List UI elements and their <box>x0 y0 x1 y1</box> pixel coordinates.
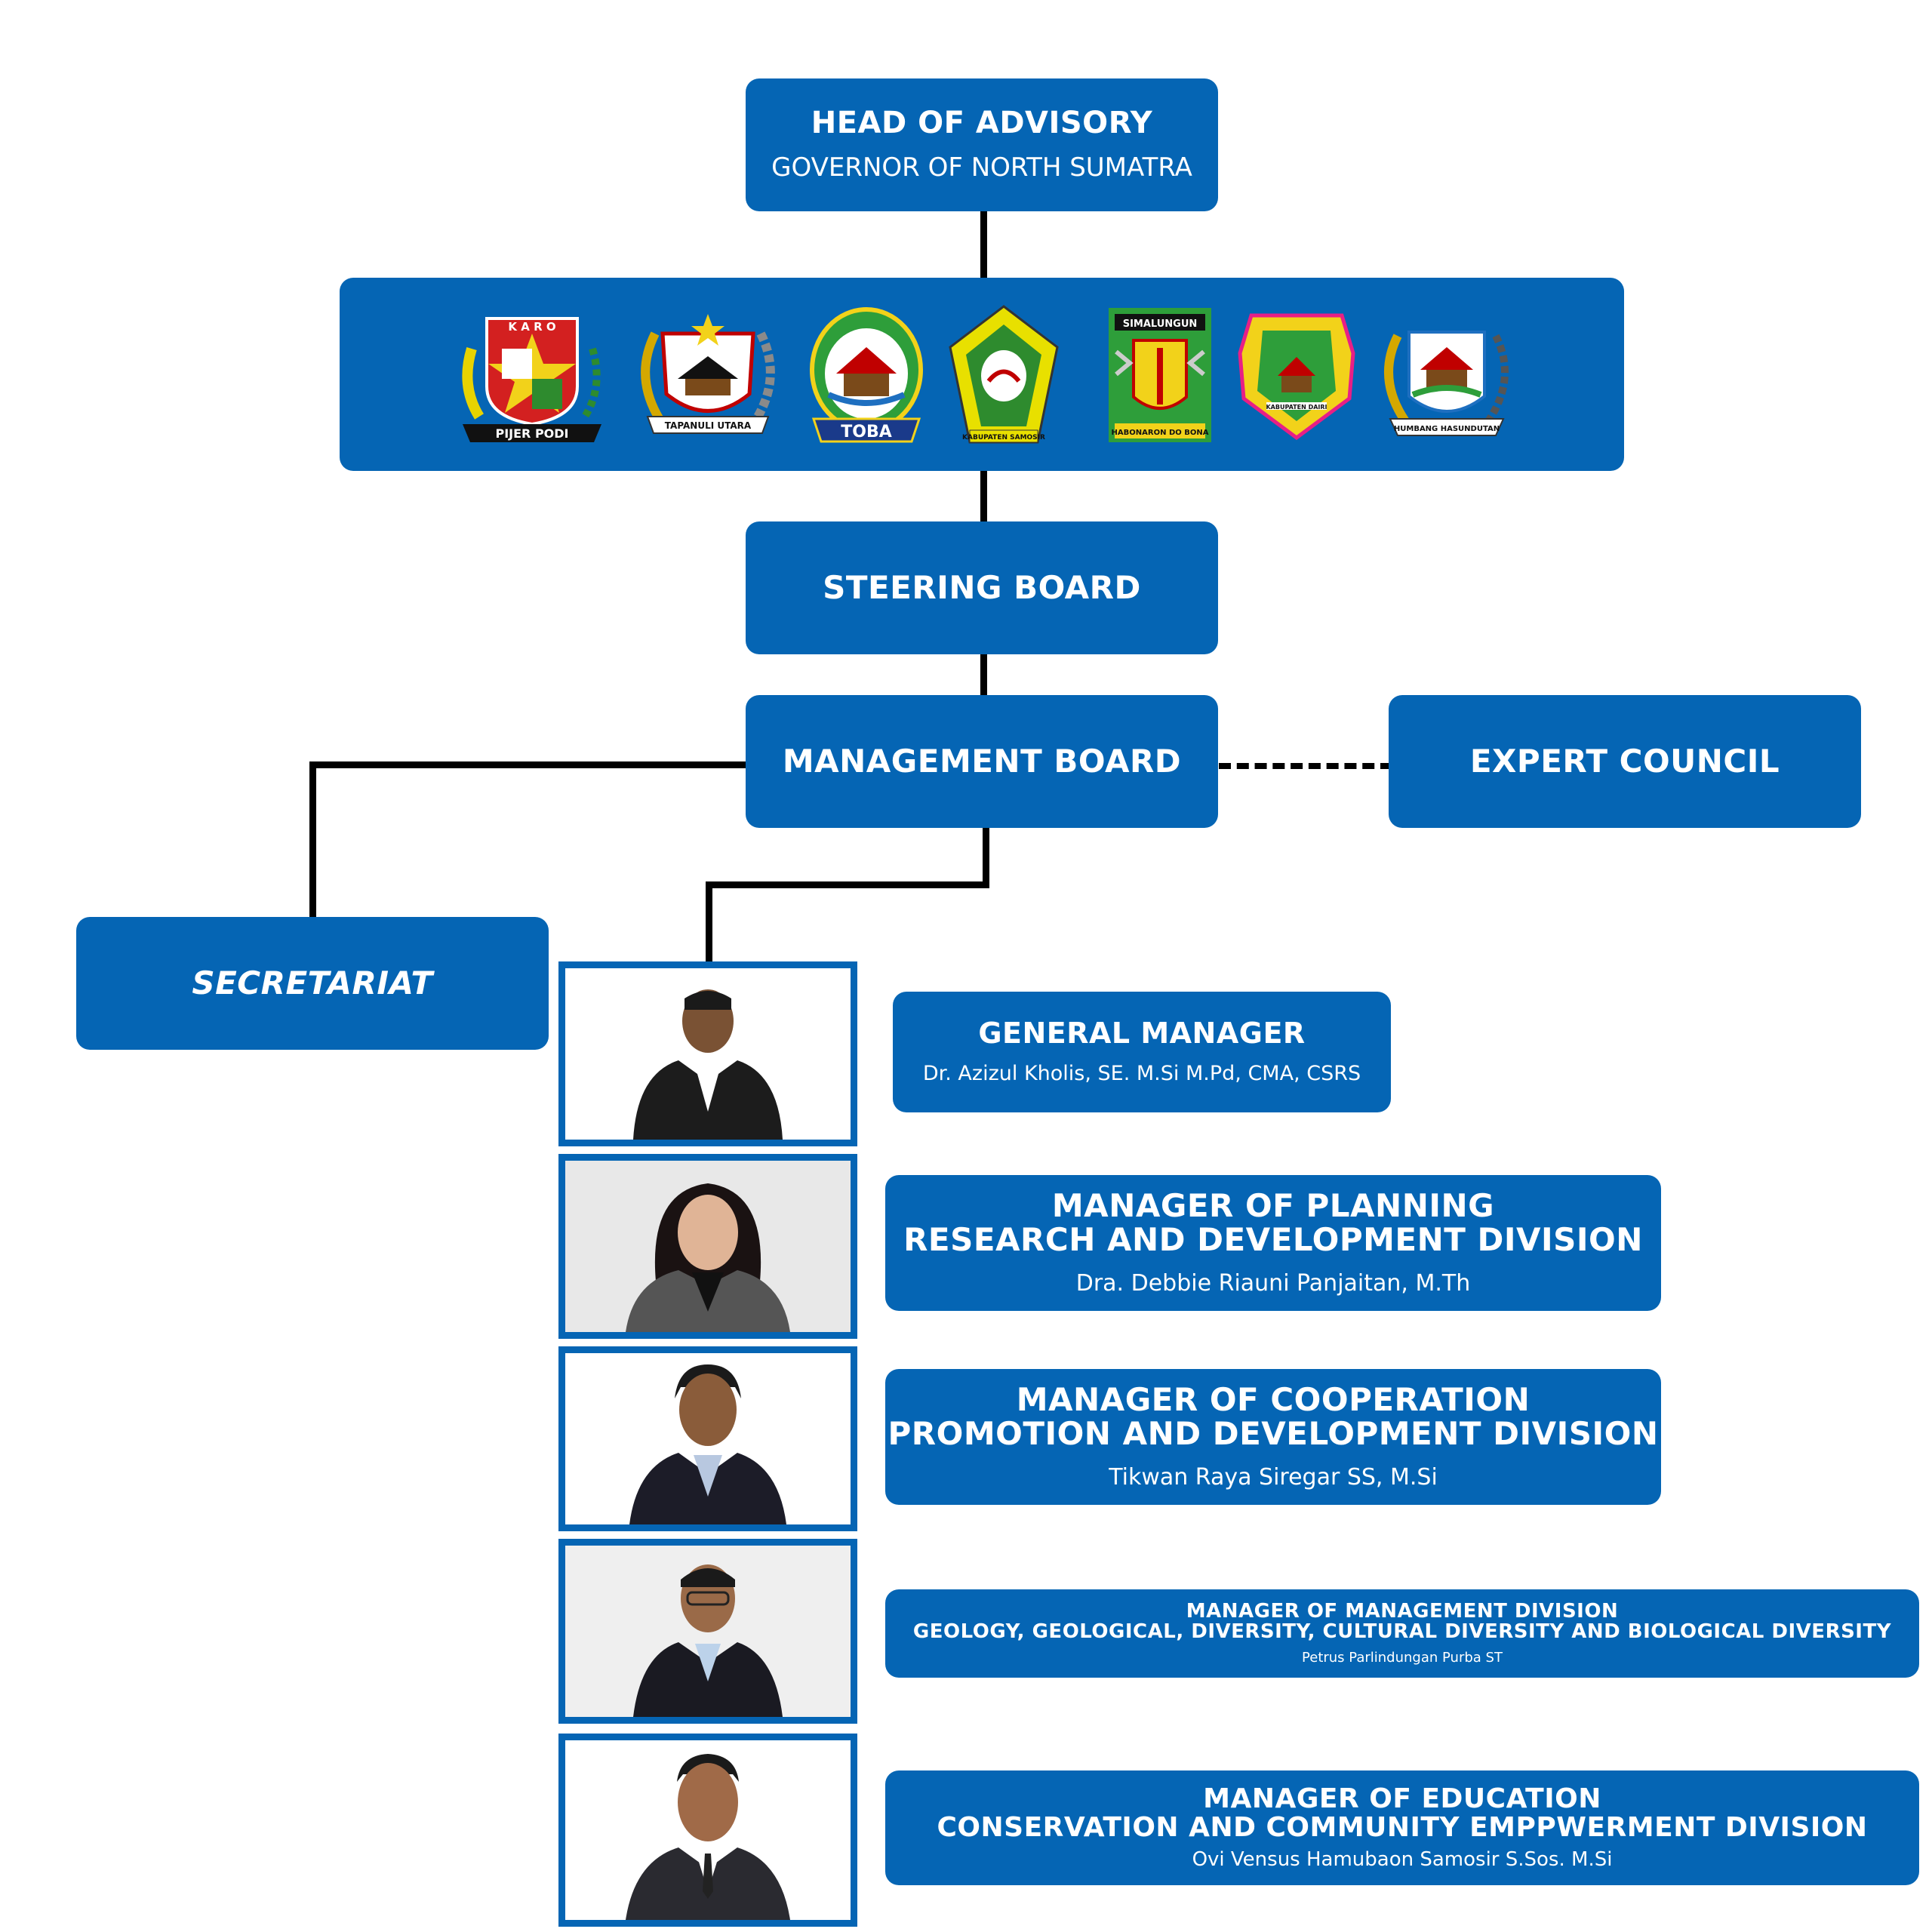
connector-to-secretariat <box>309 761 316 918</box>
tapanuli-utara-ribbon-text: TAPANULI UTARA <box>665 420 752 431</box>
person-silhouette-1 <box>633 989 783 1140</box>
tapanuli-utara-emblem: TAPANULI UTARA <box>632 303 783 445</box>
connector-to-managers <box>706 881 712 963</box>
simalungun-emblem: SIMALUNGUN HABONARON DO BONA <box>1107 306 1213 444</box>
manager-box-education: MANAGER OF EDUCATION CONSERVATION AND CO… <box>885 1770 1919 1885</box>
head-of-advisory-box: HEAD OF ADVISORY GOVERNOR OF NORTH SUMAT… <box>746 78 1218 211</box>
manager-name-general: Dr. Azizul Kholis, SE. M.Si M.Pd, CMA, C… <box>922 1062 1361 1086</box>
person-silhouette-3 <box>629 1364 786 1524</box>
manager-name-planning: Dra. Debbie Riauni Panjaitan, M.Th <box>1075 1269 1471 1297</box>
dairi-ribbon-text: KABUPATEN DAIRI <box>1266 404 1327 411</box>
connector-emblems-steering <box>980 468 987 522</box>
humbang-hasundutan-ribbon-text: HUMBANG HASUNDUTAN <box>1394 425 1500 433</box>
steering-board-title: STEERING BOARD <box>823 568 1141 606</box>
manager-name-management: Petrus Parlindungan Purba ST <box>1302 1650 1503 1666</box>
manager-title-general: GENERAL MANAGER <box>978 1016 1306 1050</box>
manager-photo-5 <box>558 1734 857 1927</box>
manager-title-planning-line2: RESEARCH AND DEVELOPMENT DIVISION <box>903 1220 1643 1258</box>
head-of-advisory-subtitle: GOVERNOR OF NORTH SUMATRA <box>771 152 1192 183</box>
manager-title-cooperation-line2: PROMOTION AND DEVELOPMENT DIVISION <box>888 1414 1659 1452</box>
person-silhouette-4 <box>633 1564 783 1717</box>
manager-name-cooperation: Tikwan Raya Siregar SS, M.Si <box>1109 1463 1438 1491</box>
manager-photo-2 <box>558 1154 857 1339</box>
manager-name-education: Ovi Vensus Hamubaon Samosir S.Sos. M.Si <box>1192 1847 1613 1871</box>
secretariat-box: SECRETARIAT <box>76 917 549 1050</box>
management-board-box: MANAGEMENT BOARD <box>746 695 1218 828</box>
manager-title-education-line1: MANAGER OF EDUCATION <box>1203 1783 1601 1815</box>
karo-emblem: K A R O PIJER PODI <box>457 303 608 445</box>
connector-advisory-emblems <box>980 211 987 279</box>
manager-title-management-line2: GEOLOGY, GEOLOGICAL, DIVERSITY, CULTURAL… <box>912 1620 1892 1643</box>
expert-council-title: EXPERT COUNCIL <box>1469 742 1780 780</box>
manager-box-general: GENERAL MANAGER Dr. Azizul Kholis, SE. M… <box>893 992 1391 1112</box>
manager-title-education-line2: CONSERVATION AND COMMUNITY EMPPWERMENT D… <box>937 1812 1868 1843</box>
management-board-title: MANAGEMENT BOARD <box>782 742 1182 780</box>
secretariat-title: SECRETARIAT <box>192 964 433 1001</box>
connector-horizontal-managers <box>706 881 989 888</box>
samosir-ribbon-text: KABUPATEN SAMOSIR <box>962 434 1045 441</box>
person-silhouette-2 <box>626 1183 790 1332</box>
steering-board-box: STEERING BOARD <box>746 521 1218 654</box>
expert-council-box: EXPERT COUNCIL <box>1389 695 1861 828</box>
manager-title-cooperation-line1: MANAGER OF COOPERATION <box>1016 1381 1531 1419</box>
connector-management-left <box>309 761 747 768</box>
manager-box-planning: MANAGER OF PLANNING RESEARCH AND DEVELOP… <box>885 1175 1661 1311</box>
manager-box-cooperation: MANAGER OF COOPERATION PROMOTION AND DEV… <box>885 1369 1661 1505</box>
toba-emblem: TOBA <box>806 306 927 445</box>
manager-photo-3 <box>558 1346 857 1531</box>
simalungun-top-text: SIMALUNGUN <box>1123 318 1198 330</box>
karo-top-text: K A R O <box>508 320 555 334</box>
connector-steering-management <box>980 654 987 696</box>
manager-box-management: MANAGER OF MANAGEMENT DIVISION GEOLOGY, … <box>885 1589 1919 1678</box>
samosir-emblem: KABUPATEN SAMOSIR <box>947 302 1060 449</box>
manager-photo-1 <box>558 961 857 1146</box>
connector-management-down <box>983 828 989 888</box>
manager-title-management-line1: MANAGER OF MANAGEMENT DIVISION <box>1186 1599 1619 1623</box>
person-silhouette-5 <box>626 1754 790 1920</box>
manager-photo-4 <box>558 1539 857 1724</box>
dairi-emblem: KABUPATEN DAIRI <box>1236 308 1357 442</box>
toba-ribbon-text: TOBA <box>841 423 892 441</box>
karo-ribbon-text: PIJER PODI <box>495 426 568 441</box>
manager-title-planning-line1: MANAGER OF PLANNING <box>1051 1187 1495 1225</box>
humbang-hasundutan-emblem: HUMBANG HASUNDUTAN <box>1375 306 1518 443</box>
connector-management-expert-dashed <box>1219 763 1392 769</box>
head-of-advisory-title: HEAD OF ADVISORY <box>811 106 1153 140</box>
simalungun-ribbon-text: HABONARON DO BONA <box>1112 429 1209 437</box>
